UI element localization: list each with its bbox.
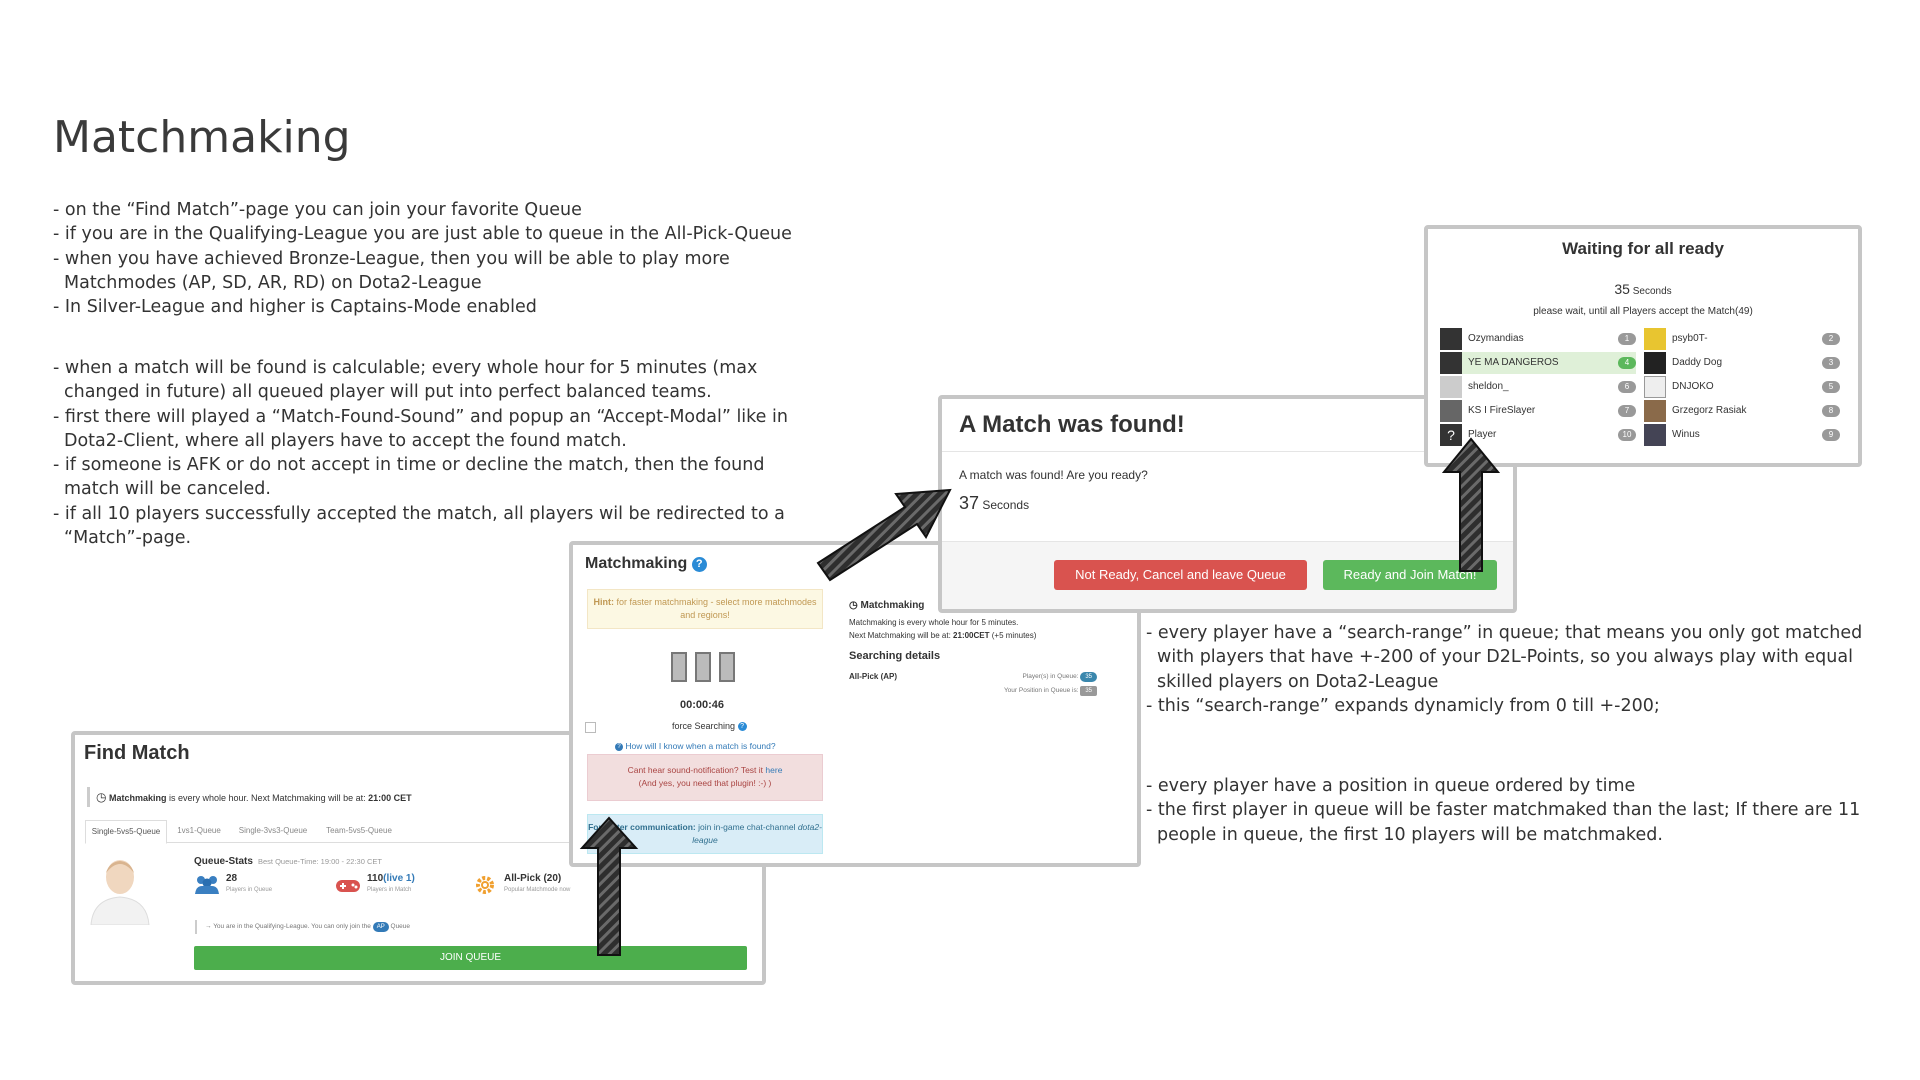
arrow-up-to-waiting <box>1441 437 1501 572</box>
bullet: - on the “Find Match”-page you can join … <box>53 200 582 220</box>
matchmaking-title: Matchmaking ? <box>585 555 707 573</box>
join-queue-button[interactable]: JOIN QUEUE <box>194 946 747 970</box>
searching-details-heading: Searching details <box>849 650 941 662</box>
searching-spinner <box>671 652 741 684</box>
player-avatar <box>1440 400 1462 422</box>
help-icon[interactable]: ? <box>691 557 707 572</box>
arrow-to-match-found <box>816 488 952 582</box>
info-text: is every whole hour. Next Matchmaking wi… <box>166 793 369 803</box>
player-avatar <box>1644 400 1666 422</box>
bullets-search-range: - every player have a “search-range” in … <box>1146 621 1876 718</box>
bullet: - when you have achieved Bronze-League, … <box>53 248 730 293</box>
bullet: - every player have a “search-range” in … <box>1146 623 1863 692</box>
player-avatar <box>1440 328 1462 350</box>
matchmaking-info: ◷ Matchmaking is every whole hour. Next … <box>87 787 696 807</box>
player-avatar: ? <box>1440 424 1462 446</box>
player-avatar <box>1440 352 1462 374</box>
force-searching-checkbox[interactable] <box>585 722 596 733</box>
decline-button[interactable]: Not Ready, Cancel and leave Queue <box>1054 560 1307 590</box>
player-row: sheldon_6 <box>1440 376 1636 398</box>
queue-tabs: Single-5vs5-Queue 1vs1-Queue Single-3vs3… <box>85 820 685 844</box>
queue-stats-label: Queue-Stats <box>194 856 253 867</box>
tab-team-5vs5[interactable]: Team-5vs5-Queue <box>326 826 392 835</box>
help-icon[interactable]: ? <box>737 722 747 731</box>
player-avatar <box>1644 352 1666 374</box>
arrow-up-to-matchmaking <box>579 816 639 956</box>
bullet: - if someone is AFK or do not accept in … <box>53 455 765 500</box>
find-match-title: Find Match <box>84 742 190 764</box>
player-avatar <box>1644 328 1666 350</box>
bullet: - this “search-range” expands dynamicly … <box>1146 695 1660 716</box>
popular-mode-label: Popular Matchmode now <box>504 887 571 893</box>
queue-position: Your Position in Queue is: 35 <box>957 686 1097 696</box>
players-in-match-value: 110(live 1) <box>367 873 415 884</box>
players-in-queue: Player(s) in Queue: 35 <box>957 672 1097 682</box>
players-in-match-label: Players in Match <box>367 887 412 893</box>
qualifying-notice: → You are in the Qualifying-League. You … <box>195 920 675 934</box>
waiting-countdown: 35 Seconds <box>1614 281 1672 297</box>
bullet: - when a match will be found is calculab… <box>53 358 758 403</box>
force-searching-label: force Searching ? <box>672 721 747 731</box>
player-row: psyb0T-2 <box>1644 328 1840 350</box>
clock-icon: ◷ <box>96 790 107 804</box>
bullet: - the first player in queue will be fast… <box>1146 800 1861 845</box>
bullets-find-match: - on the “Find Match”-page you can join … <box>53 198 813 319</box>
player-avatar <box>1644 424 1666 446</box>
bullet: - every player have a position in queue … <box>1146 776 1636 796</box>
bullet: - first there will played a “Match-Found… <box>53 406 788 451</box>
gamepad-icon <box>336 880 360 892</box>
users-icon <box>195 876 219 894</box>
waiting-ready-panel: Waiting for all ready 35 Seconds please … <box>1424 225 1862 467</box>
match-found-modal: A Match was found! A match was found! Ar… <box>938 395 1517 613</box>
players-in-queue-label: Players in Queue <box>226 887 273 893</box>
gear-icon <box>476 876 494 894</box>
next-matchmaking: Next Matchmaking will be at: 21:00CET (+… <box>849 631 1037 640</box>
tab-single-5vs5[interactable]: Single-5vs5-Queue <box>85 820 167 844</box>
how-know-link[interactable]: ? How will I know when a match is found? <box>615 741 776 751</box>
match-found-title: A Match was found! <box>959 411 1185 438</box>
bullet: - In Silver-League and higher is Captain… <box>53 297 537 318</box>
bullet: - if you are in the Qualifying-League yo… <box>53 224 792 245</box>
bullets-match-found: - when a match will be found is calculab… <box>53 356 813 550</box>
queue-mode: All-Pick (AP) <box>849 672 898 681</box>
bullet: - if all 10 players successfully accepte… <box>53 503 785 549</box>
match-found-question: A match was found! Are you ready? <box>959 468 1148 482</box>
slide-title: Matchmaking <box>53 112 351 163</box>
player-avatar <box>1440 376 1462 398</box>
info-time: 21:00 CET <box>368 793 412 803</box>
accept-countdown: 37 Seconds <box>959 493 1030 513</box>
hint-box: Hint: for faster matchmaking - select mo… <box>587 589 823 629</box>
bullets-queue-position: - every player have a position in queue … <box>1146 774 1876 847</box>
player-avatar <box>1644 376 1666 398</box>
sound-test-link[interactable]: here <box>765 765 783 775</box>
waiting-title: Waiting for all ready <box>1562 239 1724 258</box>
matchmaking-schedule: Matchmaking is every whole hour for 5 mi… <box>849 618 1019 627</box>
tab-1vs1[interactable]: 1vs1-Queue <box>177 826 221 835</box>
best-queue-time: Best Queue-Time: 19:00 - 22:30 CET <box>258 857 382 866</box>
question-icon: ? <box>615 743 623 751</box>
avatar <box>90 860 150 925</box>
search-timer: 00:00:46 <box>680 699 725 711</box>
info-bold: Matchmaking <box>109 793 167 803</box>
tab-single-3vs3[interactable]: Single-3vs3-Queue <box>238 826 308 835</box>
matchmaking-subheading: ◷ Matchmaking <box>849 600 925 611</box>
waiting-message: please wait, until all Players accept th… <box>1533 306 1753 317</box>
sound-notification-alert: Cant hear sound-notification? Test it he… <box>587 754 823 801</box>
ap-badge: AP <box>372 922 389 932</box>
players-in-queue-value: 28 <box>226 873 238 884</box>
popular-mode-value: All-Pick (20) <box>504 873 562 884</box>
clock-icon: ◷ <box>849 600 858 611</box>
